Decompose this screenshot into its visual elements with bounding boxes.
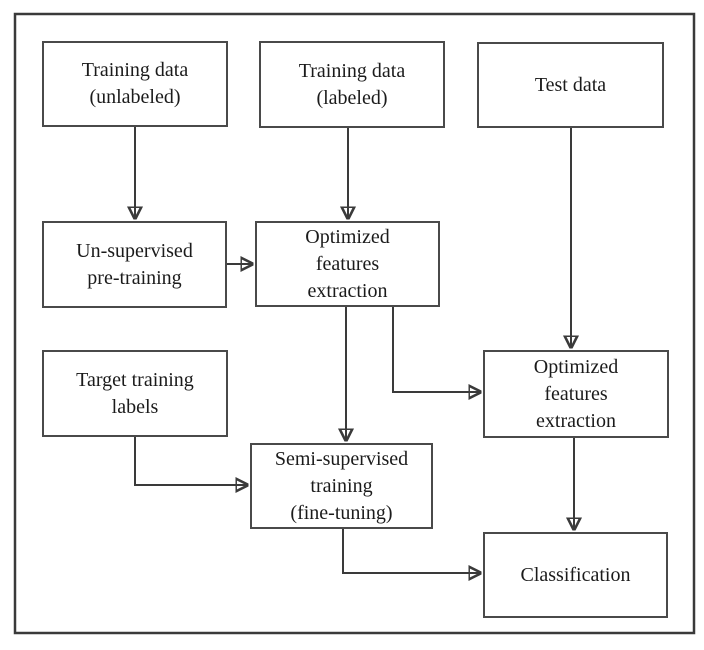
box-training-data-labeled: Training data (labeled) — [259, 41, 445, 128]
box-target-training-labels: Target training labels — [42, 350, 228, 437]
box-optimized-features-extraction-train: Optimized features extraction — [255, 221, 440, 307]
arrow-targetlabels-to-semisupervised — [134, 437, 248, 485]
box-test-data: Test data — [477, 42, 664, 128]
outer-border — [13, 12, 696, 635]
box-classification: Classification — [483, 532, 668, 618]
box-unsupervised-pretraining: Un-supervised pre-training — [42, 221, 227, 308]
arrow-semisupervised-to-classification — [342, 529, 481, 573]
arrow-extraction-train-to-extraction-test — [392, 307, 481, 392]
box-optimized-features-extraction-test: Optimized features extraction — [483, 350, 669, 438]
box-semi-supervised-training: Semi-supervised training (fine-tuning) — [250, 443, 433, 529]
box-training-data-unlabeled: Training data (unlabeled) — [42, 41, 228, 127]
